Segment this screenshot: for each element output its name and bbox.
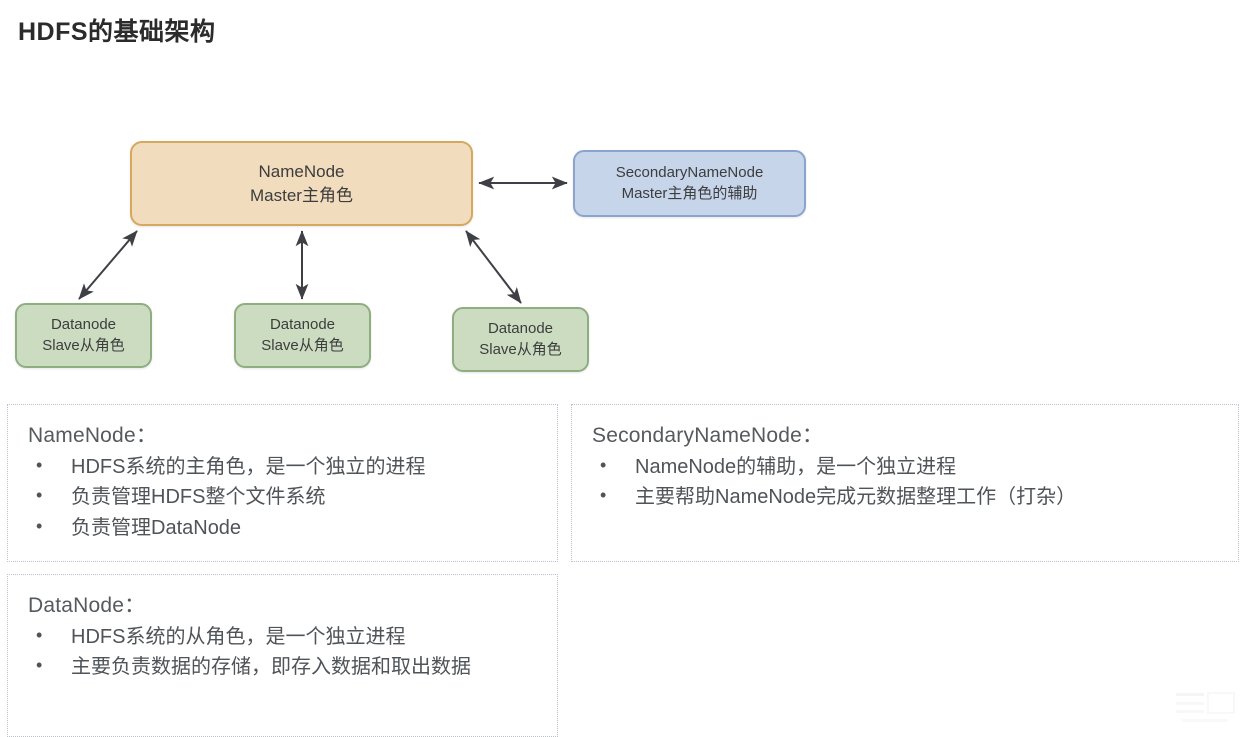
bullet-icon: •: [36, 655, 43, 676]
list-item-text: 主要帮助NameNode完成元数据整理工作（打杂）: [635, 486, 1077, 509]
list-item-text: HDFS系统的主角色，是一个独立的进程: [71, 456, 426, 478]
connector-namenode-datanode-0: [78, 230, 138, 300]
list-item-text: 主要负责数据的存储，即存入数据和取出数据: [71, 656, 471, 679]
panel-namenode-list: • HDFS系统的主角色，是一个独立的进程 • 负责管理HDFS整个文件系统 •…: [22, 453, 543, 542]
panel-secondary-namenode: SecondaryNameNode： • NameNode的辅助，是一个独立进程…: [571, 404, 1239, 562]
panel-datanode-title: DataNode：: [28, 594, 146, 617]
bullet-icon: •: [36, 455, 43, 475]
list-item: • 主要负责数据的存储，即存入数据和取出数据: [22, 653, 543, 681]
list-item: • HDFS系统的主角色，是一个独立的进程: [22, 453, 543, 481]
list-item-text: 负责管理DataNode: [71, 516, 242, 539]
list-item: • 负责管理DataNode: [22, 514, 543, 542]
list-item: • HDFS系统的从角色，是一个独立进程: [22, 623, 543, 651]
node-datanode-1[interactable]: Datanode Slave从角色: [234, 303, 371, 368]
node-datanode-0[interactable]: Datanode Slave从角色: [15, 303, 152, 368]
bullet-icon: •: [600, 485, 607, 506]
node-secondary-namenode-line1: SecondaryNameNode: [615, 163, 764, 181]
connector-namenode-datanode-2: [465, 230, 522, 304]
bullet-icon: •: [36, 625, 43, 645]
watermark-icon: [1176, 692, 1235, 722]
bullet-icon: •: [36, 515, 43, 536]
architecture-diagram: NameNode Master主角色 SecondaryNameNode Mas…: [15, 141, 806, 372]
panel-namenode-title: NameNode：: [28, 424, 158, 447]
node-namenode-line2: Master主角色: [250, 185, 353, 205]
node-datanode-2-line1: Datanode: [487, 319, 554, 337]
list-item: • NameNode的辅助，是一个独立进程: [586, 453, 1224, 481]
node-datanode-0-line1: Datanode: [50, 315, 117, 333]
panel-namenode: NameNode： • HDFS系统的主角色，是一个独立的进程 • 负责管理HD…: [7, 404, 558, 562]
node-datanode-1-line2: Slave从角色: [261, 336, 344, 354]
list-item-text: NameNode的辅助，是一个独立进程: [635, 456, 957, 478]
node-secondary-namenode-line2: Master主角色的辅助: [621, 184, 758, 202]
bullet-icon: •: [600, 455, 607, 475]
panel-datanode: DataNode： • HDFS系统的从角色，是一个独立进程 • 主要负责数据的…: [7, 574, 558, 737]
bullet-icon: •: [36, 485, 43, 506]
node-datanode-2[interactable]: Datanode Slave从角色: [452, 307, 589, 372]
node-datanode-2-line2: Slave从角色: [479, 340, 562, 358]
list-item-text: HDFS系统的从角色，是一个独立进程: [71, 626, 406, 648]
panel-secondary-namenode-list: • NameNode的辅助，是一个独立进程 • 主要帮助NameNode完成元数…: [586, 453, 1224, 512]
list-item-text: 负责管理HDFS整个文件系统: [71, 486, 326, 509]
list-item: • 主要帮助NameNode完成元数据整理工作（打杂）: [586, 483, 1224, 511]
page-title: HDFS的基础架构: [18, 18, 216, 46]
panel-secondary-namenode-title: SecondaryNameNode：: [592, 424, 824, 447]
panel-datanode-list: • HDFS系统的从角色，是一个独立进程 • 主要负责数据的存储，即存入数据和取…: [22, 623, 543, 682]
node-namenode-line1: NameNode: [258, 162, 345, 182]
node-namenode[interactable]: NameNode Master主角色: [130, 141, 473, 226]
list-item: • 负责管理HDFS整个文件系统: [22, 483, 543, 511]
node-datanode-1-line1: Datanode: [269, 315, 336, 333]
node-datanode-0-line2: Slave从角色: [42, 336, 125, 354]
node-secondary-namenode[interactable]: SecondaryNameNode Master主角色的辅助: [573, 150, 806, 217]
